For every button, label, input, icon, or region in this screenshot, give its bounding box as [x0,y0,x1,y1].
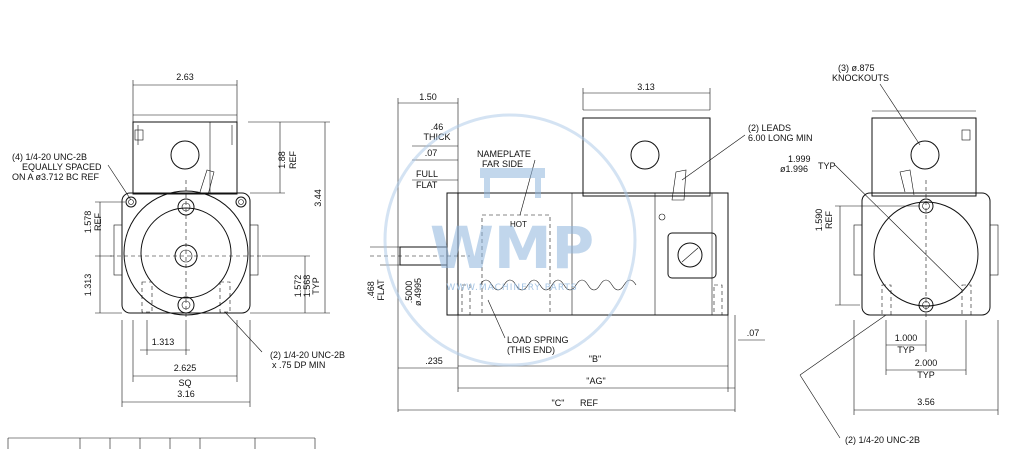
left-junction-box [132,121,238,195]
dim-1-88-ref: REF [288,150,298,169]
brush-holder [667,232,717,279]
right-tap-note: (2) 1/4-20 UNC-2B [845,435,920,445]
typ-label-b: TYP [897,345,915,355]
dim-3-56: 3.56 [917,397,935,407]
hot-label: HOT [510,220,527,229]
left-knockout [170,140,200,170]
dim-1-000: 1.000 [895,333,918,343]
dim-sq-label: SQ [178,378,191,388]
far-side-label: FAR SIDE [482,159,523,169]
knockouts-line1: (3) ø.875 [838,63,875,73]
tap-note-line2: x .75 DP MIN [272,360,325,370]
dim-1-572: 1.572 [293,275,303,298]
dim-c: "C" [552,398,565,408]
dim-3-13: 3.13 [637,82,655,92]
dim-07-top: .07 [425,148,438,158]
load-spring-label: LOAD SPRING [507,335,569,345]
center-junction-box [582,117,711,197]
watermark-logo: WMP [430,214,594,282]
right-knockout [910,140,940,170]
dim-3-16: 3.16 [177,389,195,399]
watermark: WMP WWW.MACHINERY PARTS [383,113,637,367]
typ-label-a: TYP [818,161,836,171]
dim-1-996: ø1.996 [780,164,808,174]
left-shaft [174,244,198,268]
dim-flat-vertical: FLAT [376,279,386,301]
typ-label-c: TYP [917,370,935,380]
dim-1-50: 1.50 [419,92,437,102]
flat-label: FLAT [416,180,438,190]
dim-ag: "AG" [586,376,605,386]
dim-1-313-vertical: 1.313 [83,274,93,297]
dim-typ-right: TYP [311,277,321,295]
dim-b: "B" [589,354,601,364]
holes-note-line3: ON A ø3.712 BC REF [12,172,100,182]
left-view: 2.63 (4) 1/4-20 UNC-2B EQUALLY SPACED ON… [12,72,345,407]
dim-46: .46 [431,122,444,132]
leads-label-line1: (2) LEADS [748,123,791,133]
full-label: FULL [416,169,438,179]
dim-1-578-ref: REF [93,212,103,231]
tap-note-line1: (2) 1/4-20 UNC-2B [270,350,345,360]
dim-468: .468 [366,281,376,299]
leads-label-line2: 6.00 LONG MIN [748,133,813,143]
dim-1-568: 1.568 [302,275,312,298]
this-end-label: (THIS END) [507,345,555,355]
load-spring [479,279,637,291]
dim-4995: ø.4995 [413,278,423,306]
nameplate-label: NAMEPLATE [477,149,531,159]
holes-note-line2: EQUALLY SPACED [22,162,102,172]
dim-1-313-horizontal: 1.313 [152,337,175,347]
dim-c-ref: REF [580,398,599,408]
dim-2-63: 2.63 [176,72,194,82]
right-view: (3) ø.875 KNOCKOUTS 1.999 ø1.996 TYP 1.5… [780,63,999,445]
dim-1-578: 1.578 [83,211,93,234]
dim-07-right: .07 [747,328,760,338]
dim-1-88: 1.88 [277,151,287,169]
dim-1-590: 1.590 [814,209,824,232]
dim-3-44: 3.44 [313,189,323,207]
holes-note-line1: (4) 1/4-20 UNC-2B [12,152,87,162]
dim-5000: .5000 [404,281,414,304]
dim-1-590-ref: REF [824,210,834,229]
dim-1-999: 1.999 [788,154,811,164]
watermark-subtitle: WWW.MACHINERY PARTS [446,283,577,293]
dim-2-625: 2.625 [174,363,197,373]
dim-2-000: 2.000 [915,358,938,368]
center-knockout [630,140,660,170]
watermark-ring [383,113,637,367]
title-block-fragment [7,437,316,449]
dim-235: .235 [425,356,443,366]
right-junction-box [871,117,977,197]
knockouts-line2: KNOCKOUTS [832,73,889,83]
